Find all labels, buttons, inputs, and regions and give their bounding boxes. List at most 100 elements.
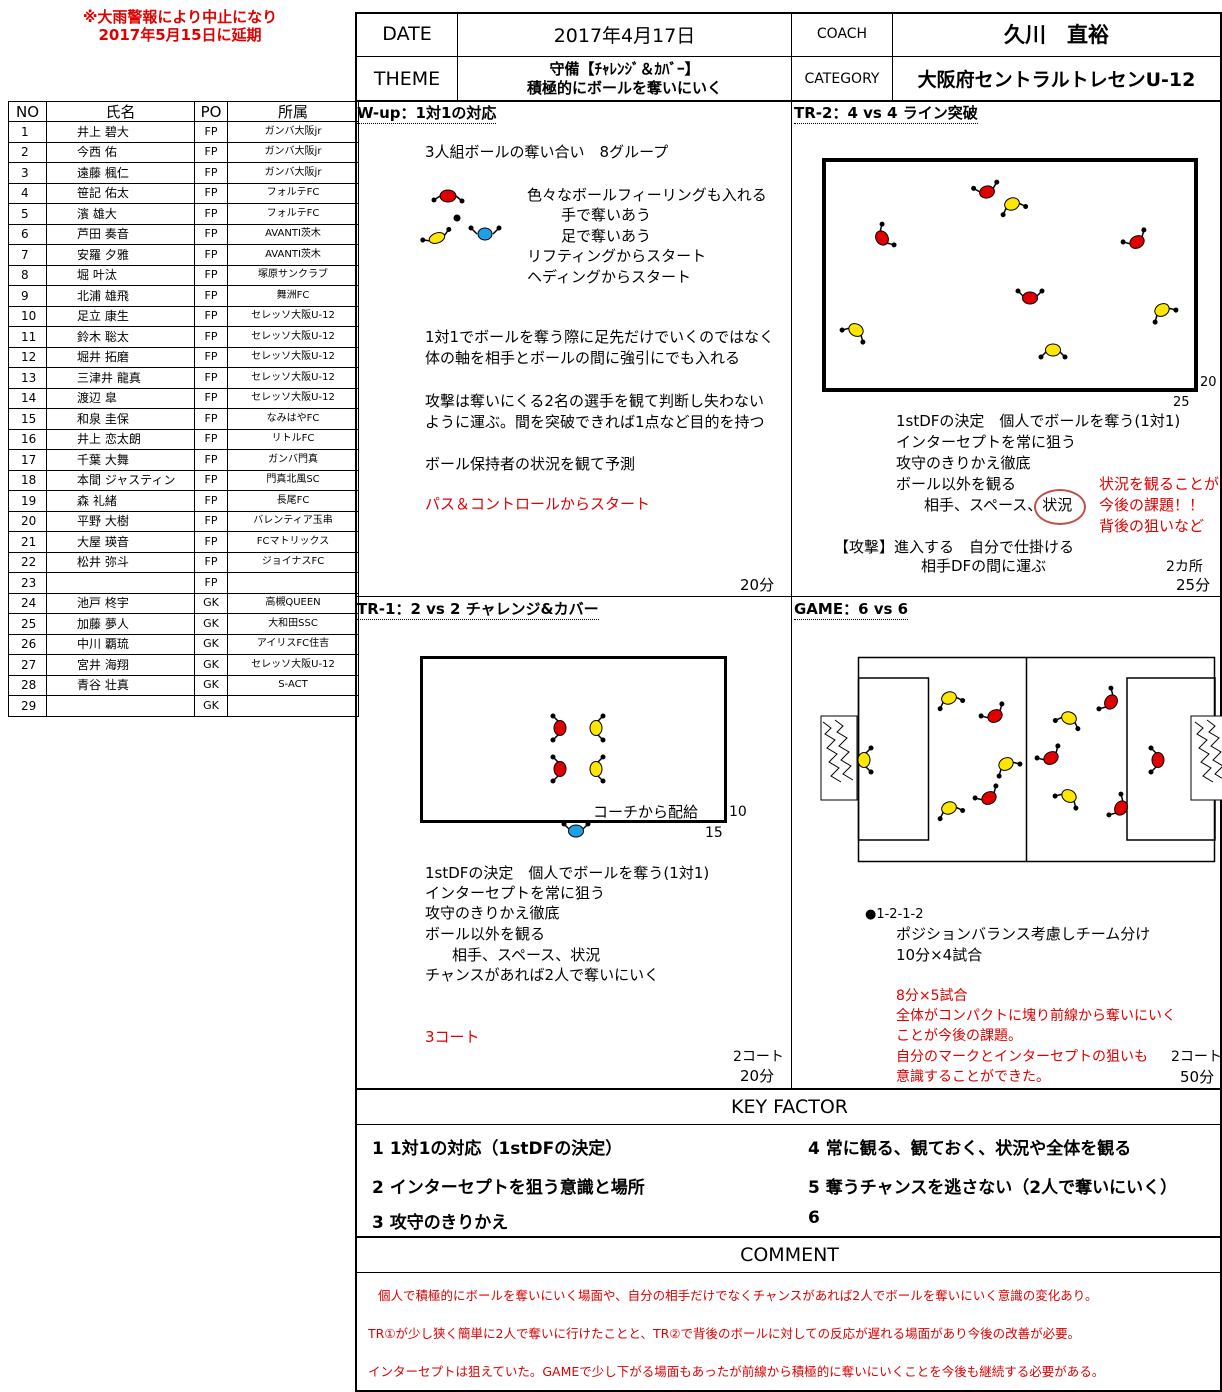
roster-team: ジョイナスFC (227, 551, 359, 573)
roster-po: FP (194, 346, 228, 368)
roster-no: 9 (8, 285, 47, 307)
yellow-player-icon (1000, 197, 1029, 218)
roster-no: 21 (8, 531, 47, 553)
wup-time: 20分 (740, 576, 775, 594)
wup-line-3: 手で奪いあう (561, 206, 652, 224)
roster-no: 16 (8, 428, 47, 450)
roster-name: 濱 雄大 (46, 203, 195, 225)
roster-po: FP (194, 408, 228, 430)
wup-line-5: リフティングからスタート (527, 247, 707, 265)
roster-team: S-ACT (227, 674, 359, 696)
roster-name: 安羅 夕雅 (46, 244, 195, 266)
roster-team: 舞洲FC (227, 285, 359, 307)
date-value: 2017年4月17日 (553, 24, 696, 47)
roster-no: 11 (8, 326, 47, 348)
game-red-3: ことが今後の課題。 (896, 1028, 1022, 1044)
roster-name: 井上 碧大 (46, 121, 195, 143)
roster-team: セレッソ大阪U-12 (227, 305, 359, 327)
tr2-count: 2カ所 (1166, 559, 1203, 575)
roster-po: GK (194, 592, 228, 614)
yellow-player-icon (1152, 303, 1179, 325)
roster-po: FP (194, 531, 228, 553)
wup-line-7: 1対1でボールを奪う際に足先だけでいくのではなく (425, 328, 775, 346)
tr2-line-1: 1stDFの決定 個人でボールを奪う(1対1) (896, 412, 1181, 430)
roster-name: 中川 覇琉 (46, 633, 195, 655)
divider (791, 100, 792, 1088)
roster-team: ガンバ大阪jr (227, 162, 359, 184)
roster-no: 5 (8, 203, 47, 225)
roster-name: 和泉 圭保 (46, 408, 195, 430)
tr1-line-2: インターセプトを常に狙う (425, 884, 606, 902)
right-goal-icon (1190, 715, 1222, 801)
roster-no: 1 (8, 121, 47, 143)
wup-line-4: 足で奪いあう (561, 227, 652, 245)
roster-name: 三津井 龍真 (46, 367, 195, 389)
roster-name: 芦田 奏音 (46, 223, 195, 245)
tr2-title: TR-2：4 vs 4 ライン突破 (794, 104, 978, 124)
roster-po: FP (194, 510, 228, 532)
keyfactor-item-3: 3 攻守のきりかえ (372, 1208, 508, 1233)
roster-po: FP (194, 182, 228, 204)
roster-po: FP (194, 121, 228, 143)
game-red-1: 8分×5試合 (896, 988, 968, 1004)
blue-player-icon (468, 225, 502, 241)
notice-line-2: 2017年5月15日に延期 (98, 26, 262, 44)
red-player-icon (431, 189, 465, 204)
red-player-icon (1106, 791, 1128, 818)
roster-po: FP (194, 551, 228, 573)
roster-team: セレッソ大阪U-12 (227, 367, 359, 389)
col-header-no: NO (8, 101, 47, 122)
game-red-2: 全体がコンパクトに塊り前線から奪いにいく (896, 1008, 1176, 1024)
roster-name: 鈴木 聡太 (46, 326, 195, 348)
roster-team: ガンバ門真 (227, 449, 359, 471)
roster-name: 井上 恋太朗 (46, 428, 195, 450)
red-player-icon (978, 701, 1005, 723)
keyfactor-num: 3 (372, 1213, 384, 1233)
roster-team: バレンティア玉串 (227, 510, 359, 532)
blue-player-icon (561, 821, 591, 838)
red-player-icon (1148, 745, 1165, 775)
yellow-player-icon (1038, 343, 1068, 360)
game-formation: ●1-2-1-2 (865, 907, 924, 922)
yellow-player-icon (857, 745, 874, 775)
roster-name: 堀 叶汰 (46, 264, 195, 286)
roster-team: 門真北風SC (227, 469, 359, 491)
keyfactor-text: 奪うチャンスを逃さない（2人で奪いにいく） (825, 1178, 1178, 1198)
roster-po: FP (194, 305, 228, 327)
tr2-note-1: 状況を観ることが (1099, 475, 1220, 493)
roster-po: GK (194, 674, 228, 696)
tr1-line-4: ボール以外を観る (425, 925, 546, 943)
roster-name: 森 礼緒 (46, 490, 195, 512)
yellow-player-icon (937, 691, 966, 712)
keyfactor-text: 攻守のきりかえ (389, 1213, 509, 1233)
roster-name: 青谷 壮真 (46, 674, 195, 696)
game-time: 50分 (1180, 1068, 1215, 1086)
wup-line-1: 3人組ボールの奪い合い 8グループ (425, 143, 669, 161)
yellow-player-icon (1052, 711, 1081, 732)
category-label: CATEGORY (804, 70, 880, 87)
roster-po: FP (194, 490, 228, 512)
divider (355, 56, 1222, 57)
roster-name: 遠藤 楓仁 (46, 162, 195, 184)
keyfactor-num: 5 (808, 1178, 820, 1198)
roster-team: セレッソ大阪U-12 (227, 346, 359, 368)
roster-team: 高槻QUEEN (227, 592, 359, 614)
game-courts: 2コート (1171, 1049, 1222, 1065)
roster-no: 3 (8, 162, 47, 184)
tr1-coach-note: コーチから配給 (593, 803, 699, 821)
roster-po: GK (194, 695, 228, 717)
game-line-2: 10分×4試合 (896, 946, 983, 964)
tr2-line-6: 【攻撃】進入する 自分で仕掛ける (834, 538, 1075, 556)
yellow-player-icon (420, 226, 452, 244)
col-header-po: PO (194, 101, 228, 122)
yellow-player-icon (589, 713, 606, 743)
roster-team: フォルテFC (227, 182, 359, 204)
